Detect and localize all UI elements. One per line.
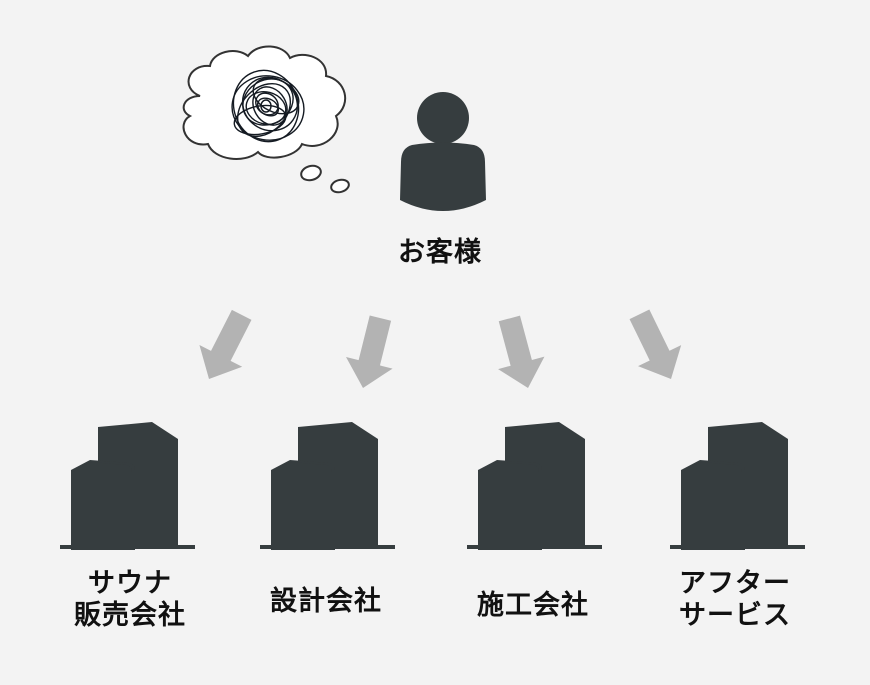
customer-label: お客様: [398, 237, 482, 268]
company-label-after-service: アフター サービス: [645, 568, 825, 632]
scribble-icon: [231, 69, 305, 143]
company-label-sauna-sales: サウナ 販売会社: [40, 568, 220, 632]
label-line: アフター: [679, 568, 791, 599]
arrow-down-right: [617, 303, 693, 390]
arrow-down-slightly-right: [486, 312, 552, 395]
person-icon: [400, 92, 486, 211]
building-icon: [60, 422, 195, 550]
arrow-down-left: [187, 303, 264, 390]
label-line: 施工会社: [477, 590, 589, 621]
building-icon: [670, 422, 805, 550]
label-line: サウナ: [88, 568, 172, 599]
building-icon: [260, 422, 395, 550]
company-label-design: 設計会社: [236, 586, 416, 618]
arrow-down-slightly-left: [339, 312, 404, 394]
label-line: サービス: [679, 600, 791, 631]
arrows: [187, 303, 693, 395]
label-line: 販売会社: [74, 600, 186, 631]
thought-bubble-icon: [182, 45, 350, 194]
company-label-construction: 施工会社: [443, 590, 623, 622]
building-icon: [467, 422, 602, 550]
label-line: 設計会社: [270, 586, 382, 617]
